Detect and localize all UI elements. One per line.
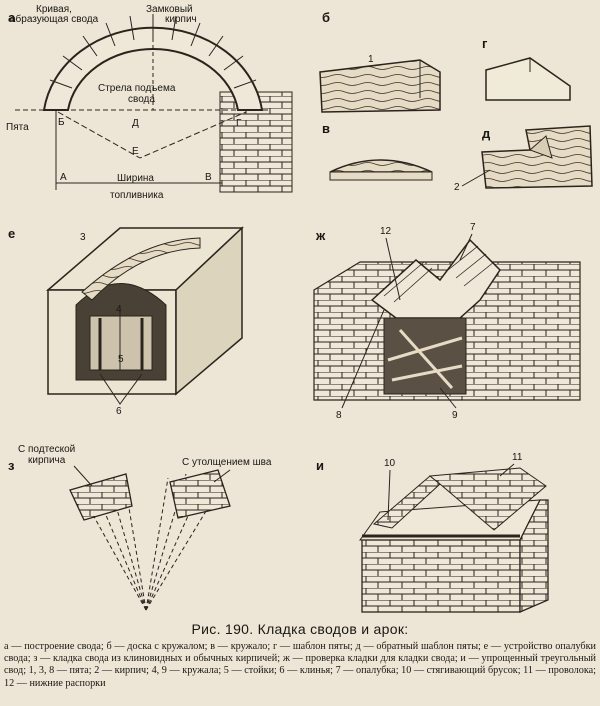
panel-letter-z: з: [8, 458, 15, 473]
label-11: 11: [512, 452, 523, 463]
panel-v: в: [322, 121, 433, 181]
panel-g: г: [482, 36, 571, 101]
label-8: 8: [336, 410, 342, 421]
label-thick-joint: С утолщением шва: [182, 457, 272, 468]
arch-ring: [42, 26, 264, 111]
label-5: 5: [118, 354, 124, 365]
panel-letter-zh: ж: [315, 228, 326, 243]
point-d: Д: [132, 118, 139, 129]
label-7: 7: [470, 222, 476, 233]
arch-voussoirs: [44, 14, 257, 111]
triangle-vault-right: [428, 467, 547, 531]
label-tapered-brick-2: кирпича: [28, 455, 66, 466]
label-10: 10: [384, 458, 396, 469]
firebox-brick-base: [361, 539, 521, 613]
center-lines: [57, 111, 247, 159]
label-rise: Стрела подъема: [98, 83, 176, 94]
panel-letter-g: г: [482, 36, 488, 51]
brick-in-template: [529, 135, 553, 159]
panel-letter-d: д: [482, 126, 491, 141]
heel-template: [485, 57, 571, 101]
panel-letter-i: и: [316, 458, 324, 473]
panel-z: з С подтеской кирпича С утолщением шва: [8, 444, 272, 611]
label-curve: Кривая,: [36, 4, 72, 15]
panel-letter-a: а: [8, 10, 16, 25]
tapered-bricks: [69, 473, 133, 521]
label-rise-2: свода: [128, 94, 155, 105]
label-keystone-2: кирпич: [165, 14, 197, 25]
formwork-boards: [81, 237, 201, 301]
panel-letter-b: б: [322, 10, 330, 25]
label-4: 4: [116, 304, 122, 315]
label-heel: Пята: [6, 122, 29, 133]
panel-a: а Кривая, образующая свода Замковый кирп: [6, 4, 293, 201]
figure-illustration: а Кривая, образующая свода Замковый кирп: [6, 4, 593, 613]
caption-title: Рис. 190. Кладка сводов и арок:: [191, 621, 409, 637]
label-keystone: Замковый: [146, 4, 193, 15]
label-3: 3: [80, 232, 86, 243]
label-2: 2: [454, 182, 460, 193]
thick-joint-bricks: [169, 469, 231, 519]
label-6: 6: [116, 406, 122, 417]
label-curve-2: образующая свода: [10, 13, 99, 25]
point-v: В: [205, 172, 212, 183]
panel-e: е 3 4 5 6: [8, 226, 244, 417]
label-width: Ширина: [117, 173, 154, 184]
panel-d: д 2: [454, 125, 593, 193]
firebox-side: [175, 226, 243, 396]
point-g: Г: [236, 118, 242, 129]
panel-letter-e: е: [8, 226, 15, 241]
point-b: Б: [58, 117, 65, 128]
panel-b: б 1: [319, 10, 441, 113]
caption-legend: а — построение свода; б — доска с кружал…: [4, 641, 596, 689]
point-e: Е: [132, 146, 139, 157]
label-9: 9: [452, 410, 458, 421]
reverse-heel-template: [481, 125, 593, 189]
label-12: 12: [380, 226, 392, 237]
panel-letter-v: в: [322, 121, 330, 136]
board-with-rib: [319, 59, 441, 113]
label-1: 1: [368, 54, 374, 65]
label-tapered-brick: С подтеской: [18, 444, 75, 455]
panel-zh: ж 12 7 8 9: [313, 222, 581, 421]
label-width-2: топливника: [110, 190, 164, 201]
rib-kruzhalo: [329, 159, 433, 173]
panel-i: и 10 11: [316, 452, 549, 613]
point-a: А: [60, 172, 67, 183]
